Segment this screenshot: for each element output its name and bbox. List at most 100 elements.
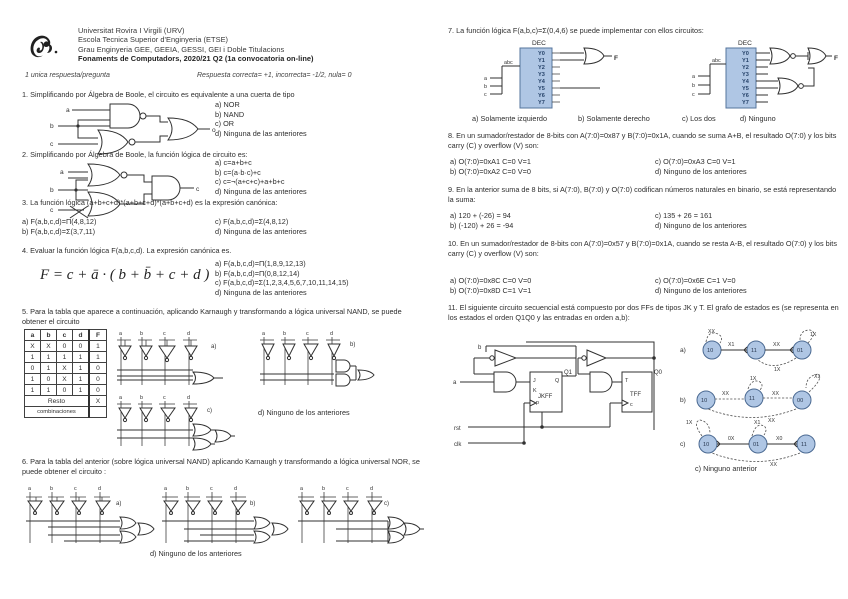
svg-text:b: b [140, 395, 143, 401]
q1-option-d[interactable]: d) Ninguna de las anteriores [215, 128, 307, 138]
svg-text:a: a [300, 486, 303, 492]
question-8-text: 8. En un sumador/restador de 8-bits con … [448, 131, 837, 150]
cell: 1 [40, 384, 57, 396]
graph-b-state-2: 00 [797, 398, 803, 404]
cell: 1 [72, 351, 90, 363]
dec-left-in-a: a [484, 76, 487, 82]
q11-graph-b-label: b) [680, 397, 686, 404]
ff1-out-label: Q1 [564, 370, 573, 376]
q9-option-b[interactable]: b) (-120) + 26 = -94 [450, 221, 514, 230]
ff2-out-label: Q0 [654, 370, 663, 376]
q3-option-c[interactable]: c) F(a,b,c,d)=Σ(4,8,12) [215, 217, 289, 226]
q1-input-a: a [66, 107, 70, 114]
q2-option-b[interactable]: b) c=(a·b·c)+c [215, 167, 261, 177]
table-row: 1 1 0 1 0 [24, 384, 107, 396]
q8-option-b[interactable]: b) O(7:0)=0xA2 C=0 V=0 [450, 167, 531, 176]
svg-text:c: c [306, 331, 309, 337]
dec-r-y0: Y0 [742, 51, 749, 57]
graph-a-state-0: 10 [707, 348, 713, 354]
question-4-options: a) F(a,b,c,d)=Π(1,8,9,12,13) b) F(a,b,c,… [215, 259, 349, 297]
question-11-text: 11. El siguiente circuito secuencial est… [448, 303, 839, 322]
dec-right-in-a: a [692, 74, 695, 80]
dec-out-y1: Y1 [538, 58, 545, 64]
table-header-row: a b c d F [24, 329, 107, 341]
dec-out-y3: Y3 [538, 72, 545, 78]
question-7-decoder-right[interactable]: DEC Y0 Y1 Y2 Y3 Y4 Y5 Y6 Y7 a b c abc F [690, 38, 848, 115]
ff1-pin-J: J [533, 378, 536, 384]
dec-r-y3: Y3 [742, 72, 749, 78]
q9-option-c[interactable]: c) 135 + 26 = 161 [655, 211, 713, 220]
question-3-options-left: a) F(a,b,c,d)=Π(4,8,12) b) F(a,b,c,d)=Σ(… [22, 217, 96, 236]
q9-option-d[interactable]: d) Ninguno de los anteriores [655, 221, 747, 230]
graph-b-edge-1: XX [772, 391, 779, 397]
dec-r-y2: Y2 [742, 65, 749, 71]
q10-option-a[interactable]: a) O(7:0)=0x8C C=0 V=0 [450, 276, 532, 285]
question-9-text: 9. En la anterior suma de 8 bits, si A(7… [448, 185, 837, 204]
cell: 1 [88, 351, 107, 363]
q8-option-d[interactable]: d) Ninguno de los anteriores [655, 167, 747, 176]
svg-text:c: c [163, 331, 166, 337]
q1-option-a[interactable]: a) NOR [215, 100, 240, 109]
q4-option-c[interactable]: c) F(a,b,c,d)=Σ(1,2,3,4,5,6,7,10,11,14,1… [215, 278, 349, 288]
th-f: F [88, 329, 107, 341]
q4-option-d[interactable]: d) Ninguna de las anteriores [215, 287, 307, 297]
q7-option-d[interactable]: d) Ninguno [740, 114, 776, 123]
graph-b-state-0: 10 [701, 398, 707, 404]
question-6-option-d[interactable]: d) Ninguno de los anteriores [150, 549, 242, 558]
table-row: 1 1 1 1 1 [24, 351, 107, 363]
ff2-pin-T: T [625, 378, 629, 384]
rest-label: Resto [24, 395, 90, 407]
q8-option-c[interactable]: c) O(7:0)=0xA3 C=0 V=1 [655, 157, 736, 166]
q1-option-c[interactable]: c) OR [215, 119, 235, 129]
q9-option-a[interactable]: a) 120 + (-26) = 94 [450, 211, 511, 220]
ff1-pin-K: K [533, 388, 537, 394]
dec-r-y1: Y1 [742, 58, 749, 64]
th-b: b [40, 329, 57, 341]
q2-option-a[interactable]: a) c=a+b+c [215, 158, 252, 167]
rest-value: X [88, 395, 107, 407]
q3-option-d[interactable]: d) Ninguna de las anteriores [215, 226, 307, 236]
dec-out-y0: Y0 [538, 51, 545, 57]
q10-option-c[interactable]: c) O(7:0)=0x6E C=1 V=0 [655, 276, 736, 285]
svg-text:b: b [322, 486, 325, 492]
graph-a-edge-0: X1 [728, 342, 734, 348]
dec-out-y5: Y5 [538, 86, 545, 92]
table-row-rest: Resto X [24, 395, 107, 407]
q2-option-c[interactable]: c) c=¬(a+c+c)+a+b+c [215, 177, 285, 187]
dec-r-y6: Y6 [742, 93, 749, 99]
svg-text:abc: abc [712, 58, 721, 64]
question-5-option-d[interactable]: d) Ninguno de los anteriores [258, 408, 350, 417]
q7-option-b[interactable]: b) Solamente derecho [578, 114, 650, 123]
question-10-text: 10. En un sumador/restador de 8-bits con… [448, 239, 837, 258]
q10-option-b[interactable]: b) O(7:0)=0x8D C=1 V=1 [450, 286, 532, 295]
q11-input-b: b [478, 345, 482, 351]
q1-option-b[interactable]: b) NAND [215, 109, 245, 119]
q8-option-a[interactable]: a) O(7:0)=0xA1 C=0 V=1 [450, 157, 531, 166]
q7-option-a[interactable]: a) Solamente izquierdo [472, 114, 548, 123]
q4-option-b[interactable]: b) F(a,b,c,d)=Π(0,8,12,14) [215, 268, 300, 278]
question-7-decoder-left[interactable]: DEC Y0 Y1 Y2 Y3 Y4 Y5 Y6 Y7 a b c abc F [480, 38, 650, 115]
q10-option-d[interactable]: d) Ninguno de los anteriores [655, 286, 747, 295]
question-2-text: 2. Simplificando por Álgebra de Boole, l… [22, 150, 248, 159]
q4-option-a[interactable]: a) F(a,b,c,d)=Π(1,8,9,12,13) [215, 259, 306, 268]
table-row-rest-sub: combinaciones [24, 406, 107, 418]
question-11-circuit: b a J K Q p JKFF Q1 [450, 332, 665, 465]
svg-text:b: b [50, 486, 53, 492]
q2-option-d[interactable]: d) Ninguna de las anteriores [215, 186, 307, 196]
graph-c-state-2: 11 [801, 442, 807, 448]
urv-logo [26, 32, 62, 62]
question-11-option-c-none[interactable]: c) Ninguno anterior [695, 464, 758, 473]
note-right: Respuesta correcta= +1, incorrecta= -1/2… [197, 72, 352, 79]
q3-option-a[interactable]: a) F(a,b,c,d)=Π(4,8,12) [22, 217, 97, 226]
dec-r-y5: Y5 [742, 86, 749, 92]
cell: 1 [72, 384, 90, 396]
q7-option-c[interactable]: c) Los dos [682, 114, 716, 123]
institution-line-1: Universitat Rovira I Virgili (URV) [78, 26, 185, 35]
q3-option-b[interactable]: b) F(a,b,c,d)=Σ(3,7,11) [22, 226, 96, 236]
